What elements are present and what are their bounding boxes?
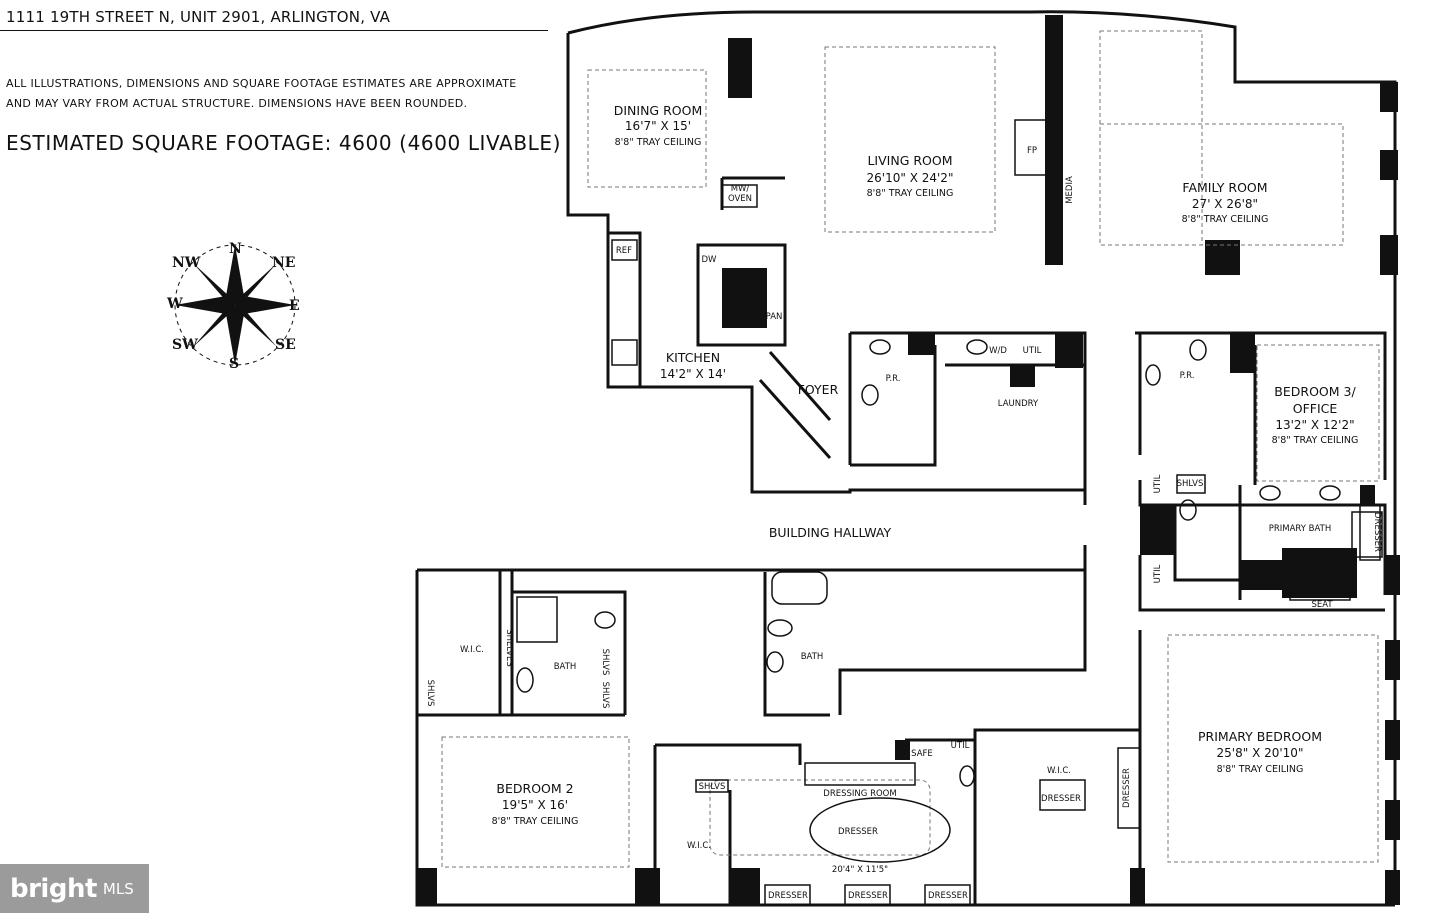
compass-se: SE [275, 337, 296, 353]
safe-label: SAFE [911, 749, 933, 759]
primary-bedroom-name: PRIMARY BEDROOM [1198, 729, 1322, 744]
shlvs-label-3: SHLVS [600, 649, 610, 676]
pillars [417, 15, 1400, 905]
ref-label: REF [616, 246, 632, 256]
shlvs-label-1: SHLVS [1177, 479, 1204, 489]
util-label-2: UTIL [1153, 564, 1163, 583]
bedroom3-ceiling: 8'8" TRAY CEILING [1272, 435, 1359, 446]
dresser-label-island: DRESSER [838, 827, 878, 837]
laundry-name: LAUNDRY [998, 399, 1039, 409]
seat-label: SEAT [1311, 600, 1333, 610]
square-footage: ESTIMATED SQUARE FOOTAGE: 4600 (4600 LIV… [6, 131, 562, 155]
pan-label: PAN [766, 312, 783, 322]
primary-bath-name: PRIMARY BATH [1269, 524, 1332, 534]
walls [415, 10, 1397, 907]
compass-nw: NW [172, 255, 201, 271]
bath-label-2: BATH [801, 652, 824, 662]
bright-mls-logo: bright MLS [0, 864, 149, 913]
shelves-label: SHELVES [504, 629, 514, 667]
dresser-label-side: DRESSER [1122, 768, 1132, 808]
living-room-ceiling: 8'8" TRAY CEILING [867, 188, 954, 199]
dresser-label-bath: DRESSER [1372, 512, 1382, 552]
room-labels: DINING ROOM 16'7" X 15' 8'8" TRAY CEILIN… [492, 103, 1359, 875]
bath-label-1: BATH [554, 662, 577, 672]
shlvs-label-4: SHLVS [600, 682, 610, 709]
mw-oven-label-2: OVEN [728, 194, 752, 204]
bedroom3-dims: 13'2" X 12'2" [1275, 418, 1354, 432]
wic-label-3: W.I.C. [687, 841, 711, 851]
dresser-label-3: DRESSER [928, 891, 968, 901]
compass-w: W [166, 296, 183, 312]
dining-room-name: DINING ROOM [614, 103, 703, 118]
living-room-name: LIVING ROOM [867, 153, 952, 168]
util-label-laundry: UTIL [1023, 346, 1042, 356]
tray-ceilings [441, 30, 1380, 868]
bedroom2-dims: 19'5" X 16' [502, 798, 568, 812]
family-room-name: FAMILY ROOM [1182, 180, 1267, 195]
compass-ne: NE [272, 255, 295, 271]
shlvs-label-5: SHLVS [699, 782, 726, 792]
bedroom3-name-1: BEDROOM 3/ [1274, 384, 1356, 399]
compass-n: N [229, 241, 242, 257]
dressing-room-name: DRESSING ROOM [823, 789, 896, 799]
fixtures [516, 119, 1383, 906]
util-label-1: UTIL [1153, 474, 1163, 493]
compass-e: E [289, 298, 300, 314]
dresser-label-wic: DRESSER [1041, 794, 1081, 804]
kitchen-dims: 14'2" X 14' [660, 367, 726, 381]
powder-room-2-label: P.R. [1180, 371, 1195, 381]
wic-label-1: W.I.C. [460, 645, 484, 655]
dining-room-dims: 16'7" X 15' [625, 119, 691, 133]
compass-rose-icon: N NE E SE S SW W NW [166, 241, 300, 372]
wic-label-2: W.I.C. [1047, 766, 1071, 776]
disclaimer-line-1: ALL ILLUSTRATIONS, DIMENSIONS AND SQUARE… [6, 77, 517, 90]
header-rule [0, 30, 548, 31]
fp-label: FP [1027, 146, 1037, 156]
util-label-3: UTIL [951, 741, 970, 751]
bedroom2-name: BEDROOM 2 [496, 781, 573, 796]
logo-mls: MLS [102, 879, 134, 898]
dresser-label-1: DRESSER [768, 891, 808, 901]
powder-room-label: P.R. [886, 374, 901, 384]
bedroom3-name-2: OFFICE [1293, 401, 1338, 416]
dressing-room-dims: 20'4" X 11'5" [832, 865, 888, 875]
disclaimer-line-2: AND MAY VARY FROM ACTUAL STRUCTURE. DIME… [6, 97, 468, 110]
dw-label: DW [702, 255, 718, 265]
primary-bedroom-dims: 25'8" X 20'10" [1217, 746, 1304, 760]
mw-oven-label-1: MW/ [731, 184, 750, 194]
family-room-ceiling: 8'8" TRAY CEILING [1182, 214, 1269, 225]
wd-label: W/D [989, 346, 1007, 356]
bedroom2-ceiling: 8'8" TRAY CEILING [492, 816, 579, 827]
fixture-labels: MW/ OVEN REF DW PAN FP MEDIA P.R. P.R. W… [425, 146, 1382, 901]
compass-sw: SW [172, 337, 198, 353]
kitchen-name: KITCHEN [666, 350, 720, 365]
foyer-name: FOYER [798, 382, 839, 397]
dresser-label-2: DRESSER [848, 891, 888, 901]
media-label: MEDIA [1065, 176, 1075, 204]
compass-s: S [229, 356, 239, 372]
logo-brand: bright [10, 873, 97, 904]
shlvs-label-2: SHLVS [425, 680, 435, 707]
living-room-dims: 26'10" X 24'2" [867, 171, 954, 185]
dining-room-ceiling: 8'8" TRAY CEILING [615, 137, 702, 148]
family-room-dims: 27' X 26'8" [1192, 197, 1258, 211]
building-hallway-name: BUILDING HALLWAY [769, 525, 892, 540]
primary-bedroom-ceiling: 8'8" TRAY CEILING [1217, 764, 1304, 775]
listing-address: 1111 19TH STREET N, UNIT 2901, ARLINGTON… [6, 8, 391, 26]
